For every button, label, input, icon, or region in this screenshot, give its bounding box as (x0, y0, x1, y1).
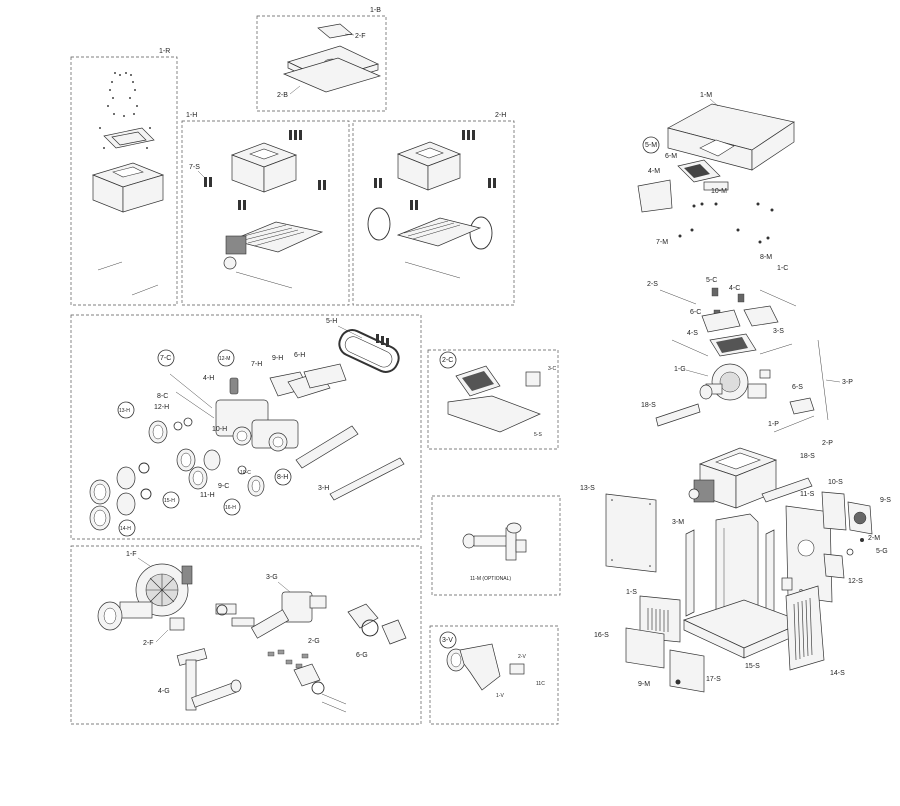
callout-2-c: 2-C (442, 357, 453, 364)
callout-4-h: 4-H (203, 375, 214, 382)
box-1-h (181, 120, 350, 306)
callout-3-h: 3-H (318, 485, 329, 492)
callout-12-s: 12-S (848, 578, 863, 585)
callout-10-c: 10-C (240, 470, 251, 476)
section-2-h-parts (367, 130, 496, 279)
section-blower-parts: 1-F 2-F 4-G 3-G 2-G 6-G (97, 551, 407, 713)
callout-3-p: 3-P (842, 379, 853, 386)
box-label-1-h: 1-H (186, 112, 197, 119)
callout-1-c: 1-C (777, 265, 788, 272)
callout-5-m: 5-M (645, 142, 657, 149)
callout-1-s: 1-S (626, 589, 637, 596)
callout-6-g: 6-G (356, 652, 368, 659)
callout-16-h: 16-H (225, 505, 236, 511)
box-label-2-h: 2-H (495, 112, 506, 119)
box-label-11-m: 11-M (OPTIONAL) (470, 576, 511, 582)
box-1-r (70, 56, 178, 306)
callout-9-m: 9-M (638, 681, 650, 688)
callout-13-h: 13-H (119, 408, 130, 414)
box-2-h (352, 120, 515, 306)
callout-9-s: 9-S (880, 497, 891, 504)
callout-17-s: 17-S (706, 676, 721, 683)
callout-6-c: 6-C (690, 309, 701, 316)
callout-3-s: 3-S (773, 328, 784, 335)
callout-3-c: 3-C (548, 366, 556, 372)
callout-6-h: 6-H (294, 352, 305, 359)
callout-7-c: 7-C (160, 355, 171, 362)
section-manifold-parts: 7-C 12-M 4-H 7-H 9-H 6-H 5-H 8-C 12-H 13… (89, 318, 405, 537)
callout-1-f: 1-F (126, 551, 137, 558)
box-1-b (256, 15, 387, 112)
callout-4-c: 4-C (729, 285, 740, 292)
callout-10-m: 10-M (711, 188, 727, 195)
callout-8-c: 8-C (157, 393, 168, 400)
gasket-2-f (317, 23, 353, 39)
callout-15-s: 15-S (745, 663, 760, 670)
callout-2-m: 2-M (868, 535, 880, 542)
callout-12-h: 12-H (154, 404, 169, 411)
callout-8-h: 8-H (277, 474, 288, 481)
callout-11c: 11C (536, 681, 545, 687)
callout-15-h: 15-H (164, 498, 175, 504)
callout-10-s: 10-S (828, 479, 843, 486)
callout-2-f-1b: 2-F (355, 33, 366, 40)
section-main-assembly-parts: 5-M 1-M 6-M 4-M 10-M 7-M 8-M 2-S 5-C 4-C… (580, 92, 891, 693)
callout-2-g: 2-G (308, 638, 320, 645)
callout-1-p: 1-P (768, 421, 779, 428)
callout-14-s: 14-S (830, 670, 845, 677)
box-venting (429, 625, 559, 725)
box-label-1-r: 1-R (159, 48, 170, 55)
section-1-r-parts (91, 72, 165, 296)
box-manifold (70, 314, 422, 540)
callout-6-s: 6-S (792, 384, 803, 391)
box-blower (70, 545, 422, 725)
heat-exchanger-1h (230, 221, 324, 253)
callout-2-p: 2-P (822, 440, 833, 447)
callout-13-s: 13-S (580, 485, 595, 492)
callout-18-s-a: 18-S (641, 402, 656, 409)
callout-4-g: 4-G (158, 688, 170, 695)
callout-8-m: 8-M (760, 254, 772, 261)
callout-7-h: 7-H (251, 361, 262, 368)
callout-3-v: 3-V (442, 637, 453, 644)
callout-5-s: 5-S (534, 432, 542, 438)
callout-11-s: 11-S (800, 491, 815, 498)
callout-4-s: 4-S (687, 330, 698, 337)
callout-2-b: 2-B (277, 92, 288, 99)
section-1-b-parts: 2-F 2-B (277, 23, 382, 99)
heat-exchanger-2h (396, 217, 482, 247)
callout-9-h: 9-H (272, 355, 283, 362)
callout-3-m: 3-M (672, 519, 684, 526)
callout-7-s: 7-S (189, 164, 200, 171)
section-11-m-parts (462, 522, 527, 561)
callout-3-g: 3-G (266, 574, 278, 581)
section-venting-parts: 3-V 2-V 1-V 11C (439, 631, 545, 699)
callout-16-s: 16-S (594, 632, 609, 639)
box-label-1-b: 1-B (370, 7, 381, 14)
callout-5-h: 5-H (326, 318, 337, 325)
section-control-board-parts: 2-C 3-C 5-S (439, 351, 556, 438)
callout-14-h: 14-H (120, 526, 131, 532)
callout-2-f: 2-F (143, 640, 154, 647)
section-1-h-parts: 7-S (189, 130, 326, 289)
box-11-m (431, 495, 561, 596)
callout-5-c: 5-C (706, 277, 717, 284)
callout-11-h: 11-H (200, 492, 215, 499)
callout-2-s: 2-S (647, 281, 658, 288)
callout-6-m: 6-M (665, 153, 677, 160)
callout-4-m: 4-M (648, 168, 660, 175)
callout-1-v: 1-V (496, 693, 504, 699)
box-control-board (427, 349, 559, 450)
callout-1-m: 1-M (700, 92, 712, 99)
callout-7-m: 7-M (656, 239, 668, 246)
callout-18-s-b: 18-S (800, 453, 815, 460)
callout-2-v: 2-V (518, 654, 526, 660)
callout-5-g: 5-G (876, 548, 888, 555)
callout-1-g: 1-G (674, 366, 686, 373)
callout-9-c: 9-C (218, 483, 229, 490)
callout-12-m: 12-M (219, 356, 230, 362)
callout-10-h: 10-H (212, 426, 227, 433)
